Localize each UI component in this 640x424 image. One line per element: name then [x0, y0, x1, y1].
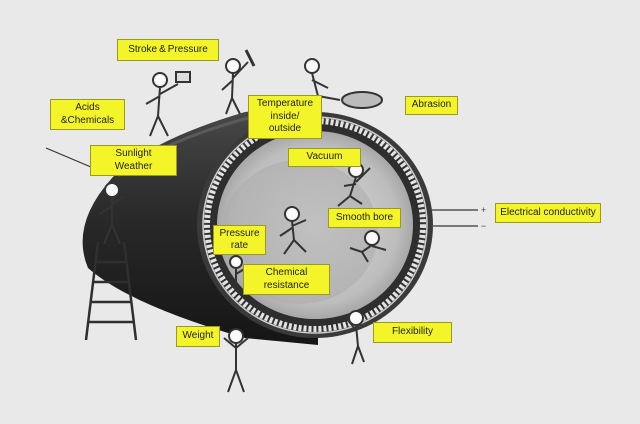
ladder [84, 241, 138, 341]
label-vacuum: Vacuum [288, 148, 361, 167]
label-sunlight-weather: Sunlight Weather [90, 145, 177, 176]
acid-pointer [45, 147, 99, 171]
figure-smooth-man [349, 230, 387, 263]
label-temperature: Temperature inside/ outside [248, 95, 322, 139]
label-flexibility: Flexibility [373, 322, 452, 343]
figure-abrasion-man [304, 58, 383, 109]
figure-man-ladder [99, 182, 125, 245]
terminal-plus: + [481, 205, 486, 215]
figure-flex-man [345, 310, 365, 365]
figure-stroke-man [145, 71, 191, 137]
label-acids-chemicals: Acids &Chemicals [50, 99, 125, 130]
figure-weight-man [223, 328, 249, 393]
label-electrical-conductivity: Electrical conductivity [495, 203, 601, 223]
terminal-minus: − [481, 221, 486, 231]
label-chemical-resistance: Chemical resistance [243, 264, 330, 295]
label-pressure-rate: Pressure rate [213, 225, 266, 255]
figure-hammer-man [221, 49, 256, 115]
figure-inner-man [279, 206, 307, 255]
label-smooth-bore: Smooth bore [328, 208, 401, 228]
figure-pressure-man [229, 255, 247, 284]
label-stroke-pressure: Stroke & Pressure [117, 39, 219, 61]
label-weight: Weight [176, 326, 220, 347]
label-abrasion: Abrasion [405, 96, 458, 115]
